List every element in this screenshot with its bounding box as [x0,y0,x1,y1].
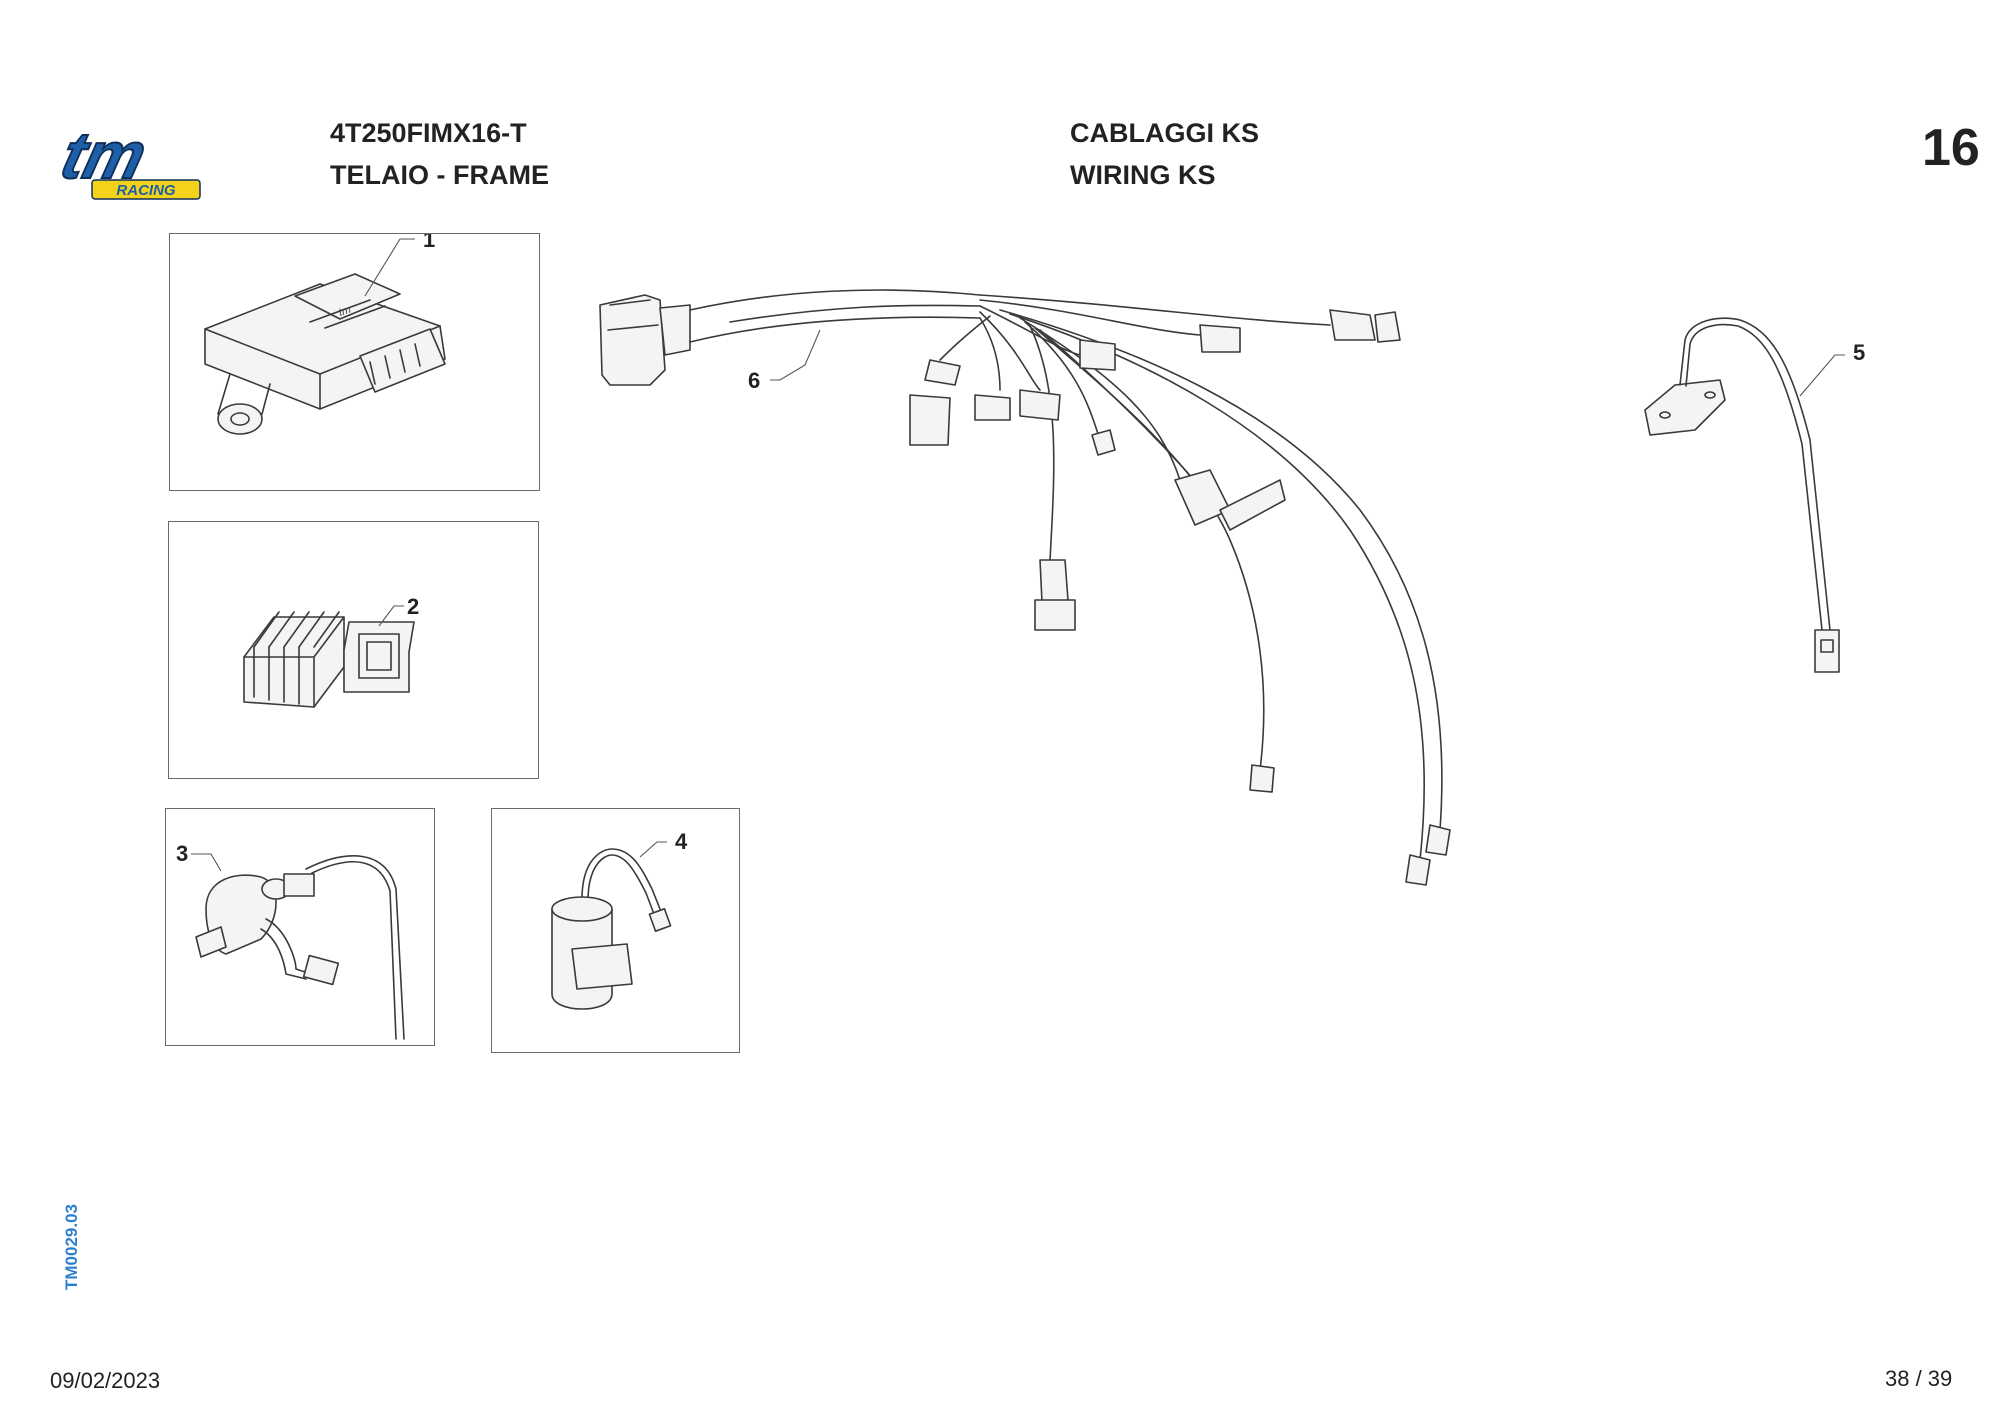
footer-date: 09/02/2023 [50,1368,161,1393]
plate-number: 16 [1922,119,1980,177]
part-1-ecu-box: tm 1 [169,233,540,491]
footer-page-number: 38 / 39 [1885,1366,1953,1391]
svg-text:tm: tm [54,122,153,193]
part-5-sensor: 5 [1630,300,1970,700]
tm-racing-logo: tm RACING [50,118,230,204]
group-title-en: WIRING KS [1070,160,1216,190]
callout-3: 3 [176,841,188,866]
coil-drawing [195,855,405,1040]
svg-text:RACING: RACING [116,182,175,199]
callout-1: 1 [423,234,435,252]
callout-4: 4 [675,829,688,854]
main-wiring-harness: 6 [580,270,1640,900]
callout-2: 2 [407,594,419,619]
svg-text:tm: tm [337,304,352,319]
callout-6: 6 [748,368,760,393]
group-title-it: CABLAGGI KS [1070,118,1259,148]
regulator-drawing [243,611,415,708]
part-4-pickup-box: 4 [491,808,740,1053]
section-title: TELAIO - FRAME [330,160,549,190]
pickup-drawing [551,848,672,1010]
model-code: 4T250FIMX16-T [330,118,527,148]
ecu-drawing: tm [204,273,446,435]
document-code: TM0029.03 [62,1204,81,1290]
callout-5: 5 [1853,340,1865,365]
part-3-coil-box: 3 [165,808,435,1046]
part-2-regulator-box: 2 [168,521,539,779]
